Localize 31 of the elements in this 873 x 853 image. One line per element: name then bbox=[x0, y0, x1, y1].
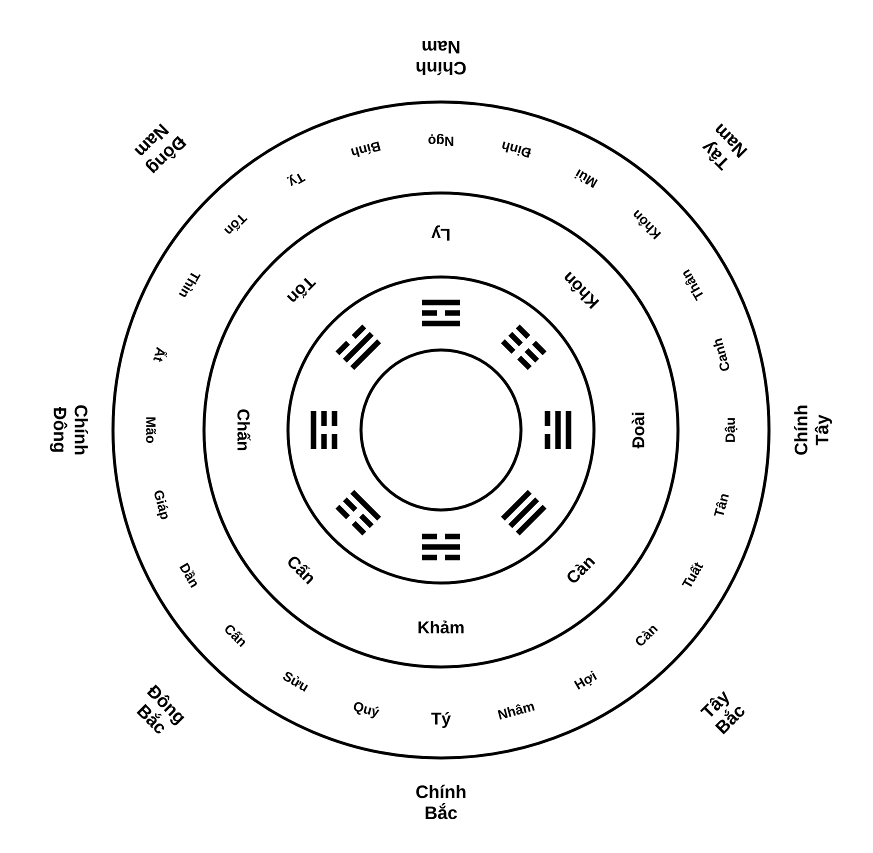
mountain-label: Bính bbox=[350, 141, 381, 157]
mountain-label: Đinh bbox=[502, 141, 531, 158]
mountain-label: Tỵ bbox=[286, 174, 306, 186]
mountain-label: Tốn bbox=[224, 214, 248, 234]
mountain-label: Mùi bbox=[574, 169, 598, 188]
mountain-label: Sửu bbox=[283, 672, 308, 692]
trigram-name: Tốn bbox=[286, 278, 316, 302]
direction-label: Chính Tây bbox=[794, 406, 832, 455]
trigram-name: Cấn bbox=[288, 556, 314, 584]
mountain-label: Mão bbox=[146, 417, 156, 443]
mountain-label: Hợi bbox=[574, 670, 598, 690]
mountain-label: Tân bbox=[714, 494, 729, 516]
mountain-label: Dậu bbox=[724, 418, 738, 442]
direction-label: Tây Bắc bbox=[700, 691, 744, 734]
trigram-name: Ly bbox=[432, 225, 450, 241]
mountain-label: Tý bbox=[431, 712, 451, 728]
mountain-label: Càn bbox=[636, 626, 658, 646]
trigram-name: Càn bbox=[568, 558, 596, 582]
mountain-label: Quý bbox=[354, 702, 380, 718]
mountain-label: Ất bbox=[153, 346, 168, 362]
direction-label: Chính Bắc bbox=[416, 784, 466, 820]
trigram-name: Đoài bbox=[632, 412, 644, 448]
mountain-label: Giáp bbox=[154, 490, 168, 520]
mountain-label: Ngọ bbox=[428, 134, 454, 146]
mountain-label: Cấn bbox=[225, 625, 245, 648]
direction-label: Chính Đông bbox=[50, 405, 88, 454]
mountain-label: Canh bbox=[713, 338, 730, 371]
trigram-name: Khảm bbox=[418, 620, 464, 634]
direction-label: Chính Nam bbox=[416, 40, 466, 76]
trigram-name: Chấn bbox=[237, 409, 251, 450]
mountain-label: Nhâm bbox=[498, 704, 535, 720]
